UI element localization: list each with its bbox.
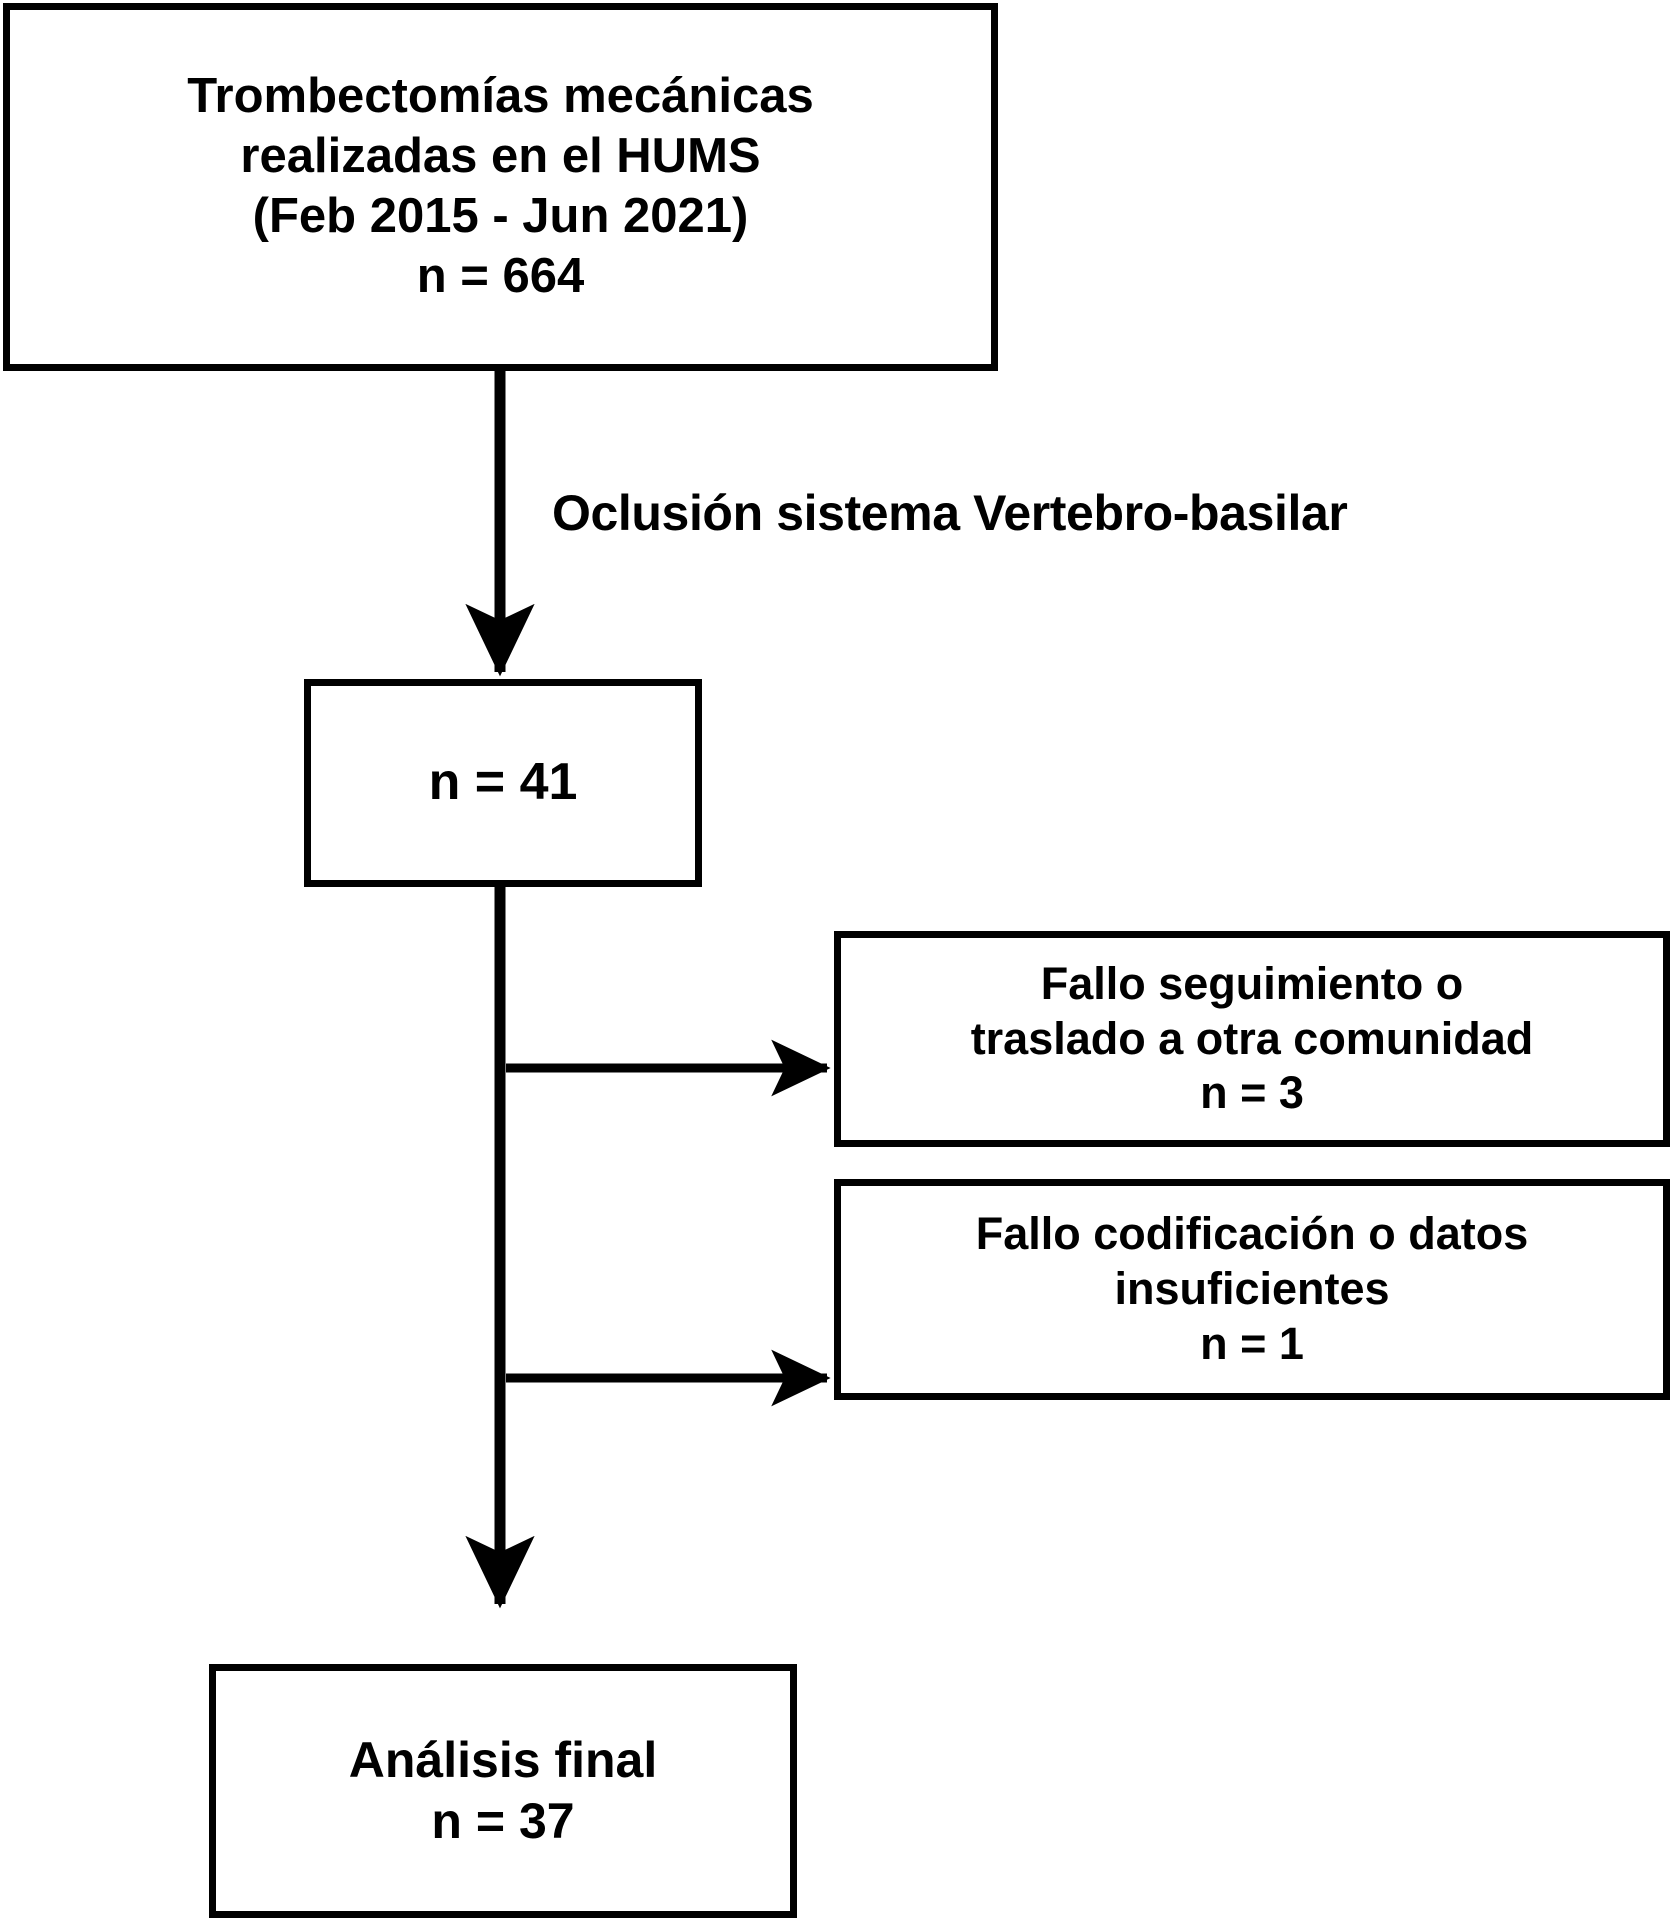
box-source-cohort: Trombectomías mecánicas realizadas en el… (3, 3, 998, 371)
box-final-count: n = 37 (431, 1793, 575, 1849)
box-eligible-count: n = 41 (428, 753, 578, 812)
box-eligible-cohort: n = 41 (304, 679, 702, 887)
box-exclusion-lost-followup: Fallo seguimiento o traslado a otra comu… (834, 931, 1670, 1147)
box-exclusion-2-line-1: Fallo codificación o datos (975, 1208, 1529, 1260)
inclusion-criterion-label: Oclusión sistema Vertebro-basilar (552, 485, 1348, 541)
box-source-count: n = 664 (416, 248, 585, 303)
box-final-analysis: Análisis final n = 37 (209, 1664, 797, 1918)
box-exclusion-1-count: n = 3 (1200, 1067, 1304, 1119)
box-final-title: Análisis final (348, 1732, 658, 1788)
box-exclusion-1-line-2: traslado a otra comunidad (970, 1012, 1534, 1064)
box-source-line-1: Trombectomías mecánicas (187, 69, 814, 124)
box-source-line-2: realizadas en el HUMS (240, 129, 761, 184)
box-exclusion-1-line-1: Fallo seguimiento o (1040, 957, 1464, 1009)
box-exclusion-2-count: n = 1 (1200, 1317, 1304, 1369)
box-source-date-range: (Feb 2015 - Jun 2021) (252, 189, 749, 243)
box-exclusion-coding-error: Fallo codificación o datos insuficientes… (834, 1179, 1670, 1400)
box-exclusion-2-line-2: insuficientes (1114, 1263, 1390, 1315)
